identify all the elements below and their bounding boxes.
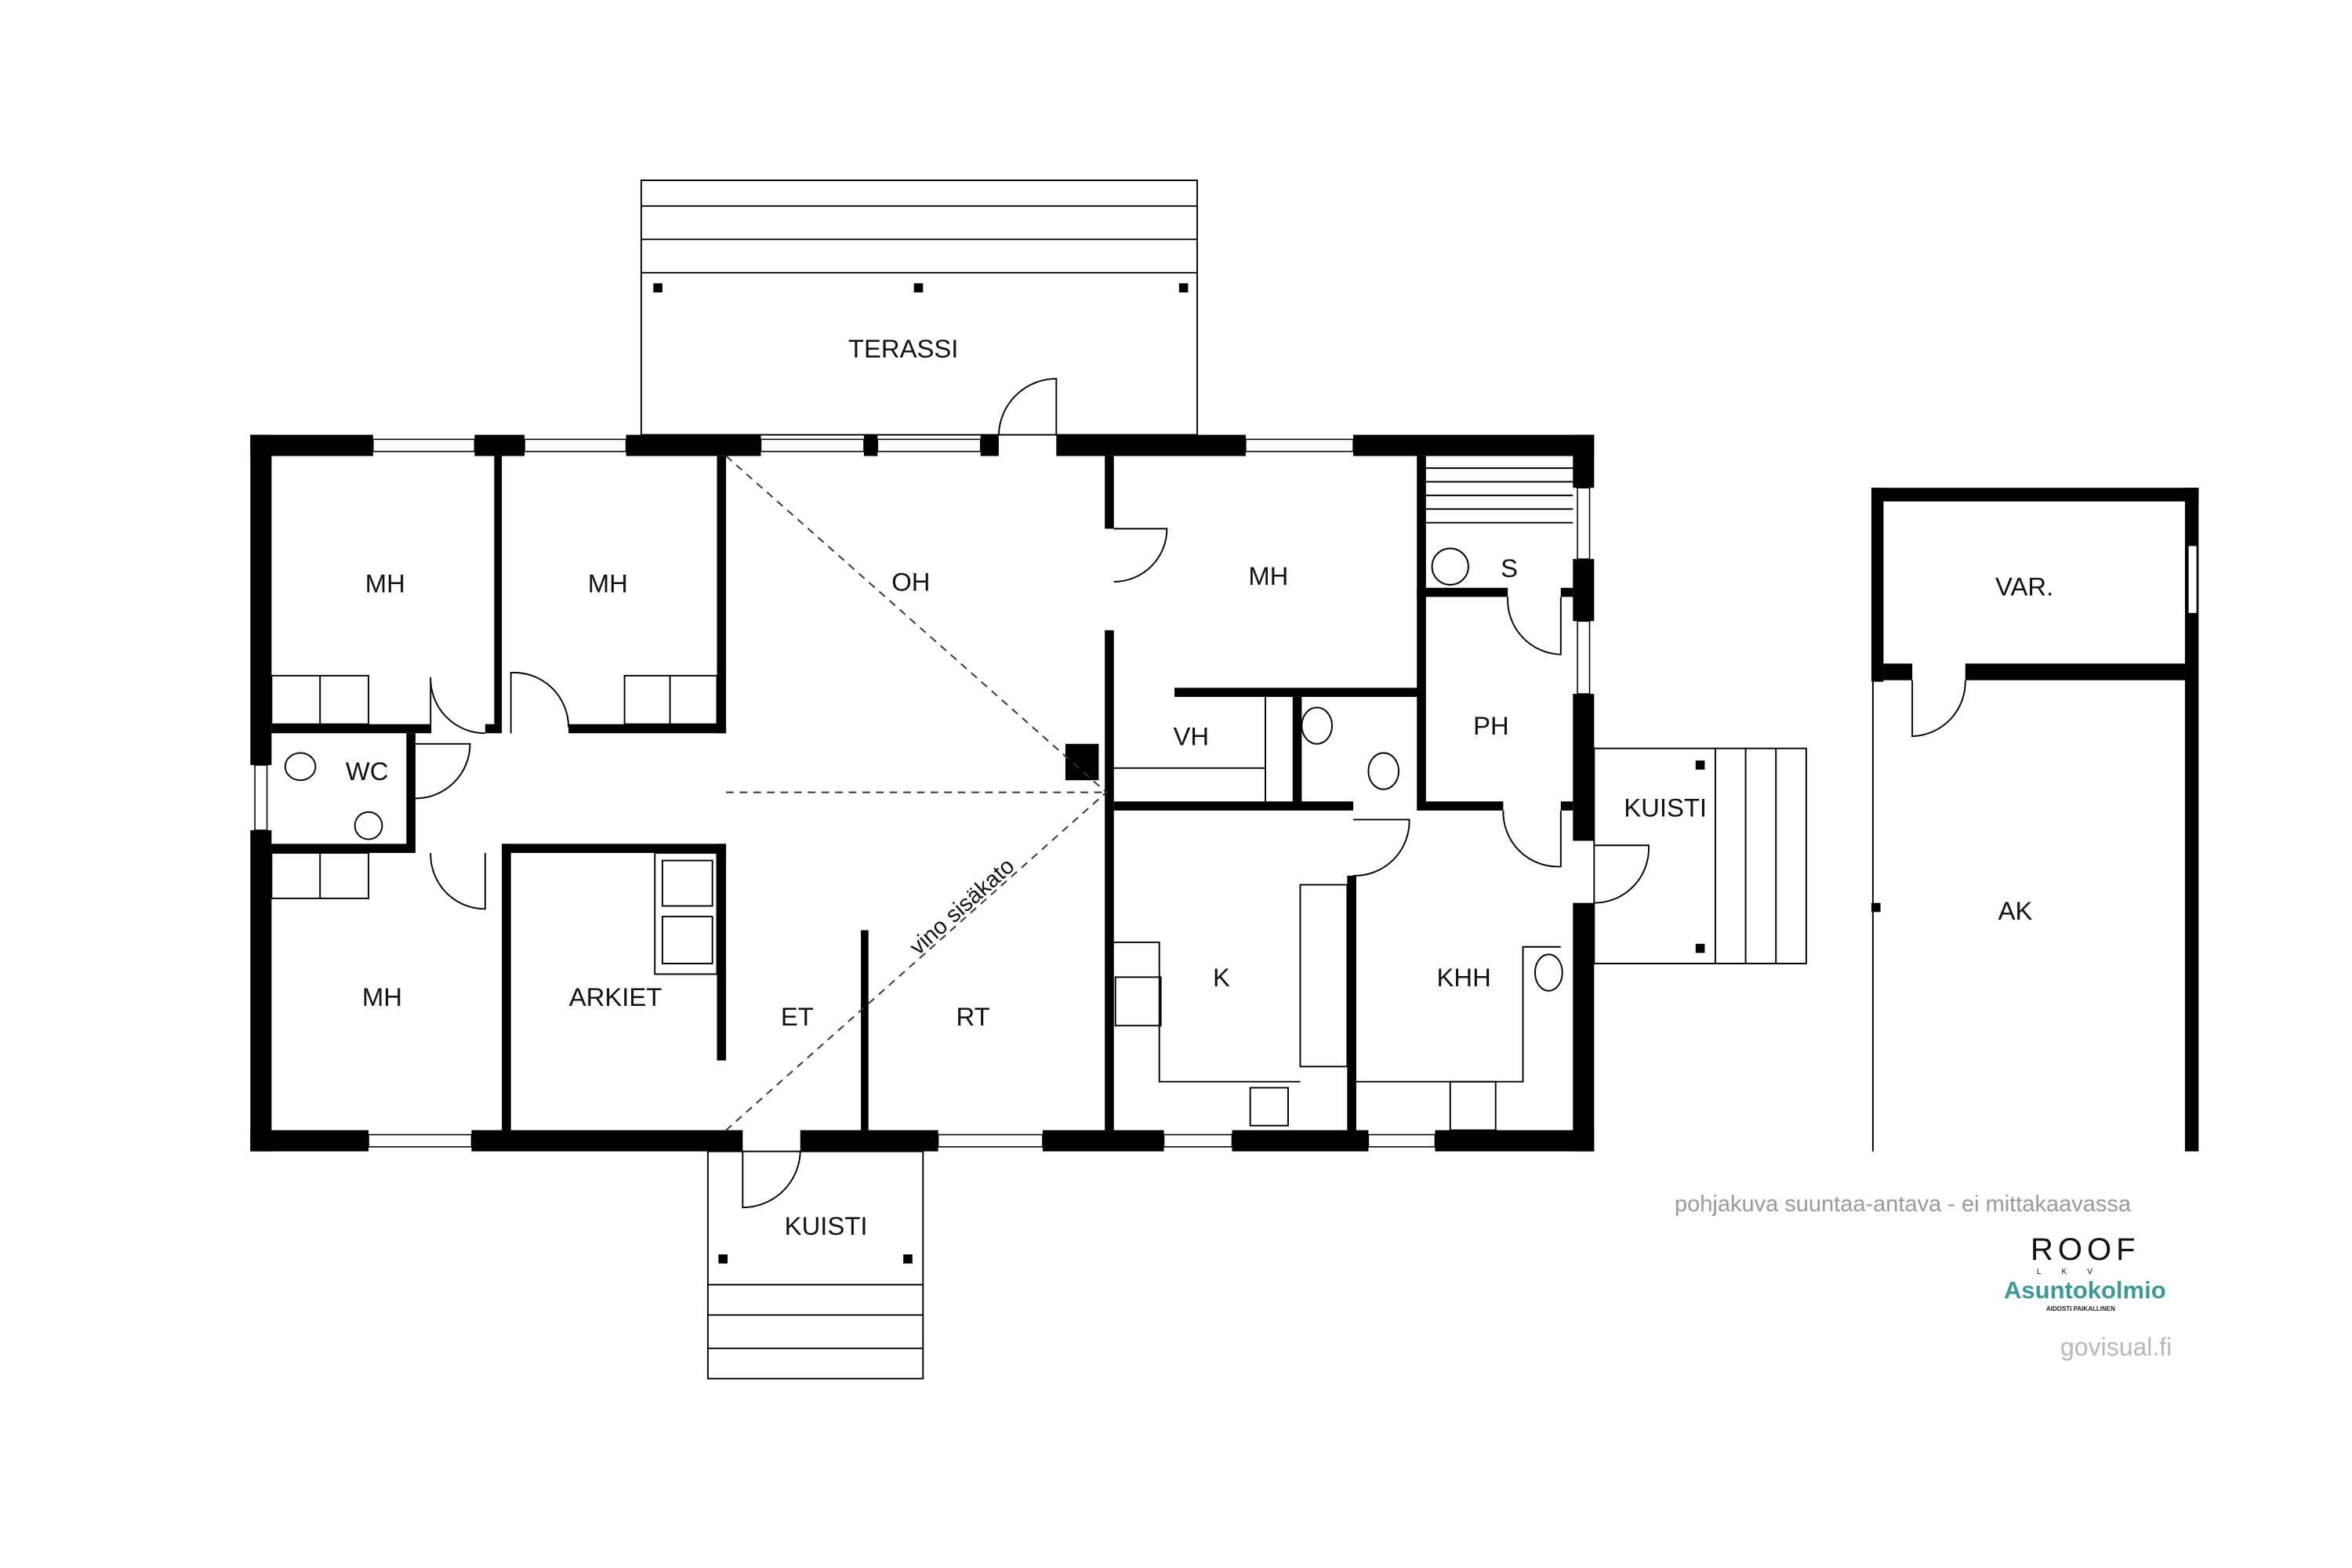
- room-label-s: S: [1501, 554, 1518, 583]
- sloped-ceiling-label: vino sisäkato: [905, 854, 1019, 960]
- terrace: [640, 179, 1199, 436]
- room-label-oh: OH: [891, 568, 930, 597]
- toilet-icon: [1367, 752, 1400, 790]
- room-label-k: K: [1213, 963, 1230, 992]
- room-label-ak: AK: [1998, 896, 2033, 925]
- room-label-mh: MH: [1248, 561, 1288, 590]
- sink-icon: [354, 811, 383, 840]
- room-label-var: VAR.: [1995, 572, 2053, 601]
- garage: [1871, 488, 2199, 1152]
- sloped-ceiling-lines: [725, 455, 1108, 1131]
- kitchen-sink-icon: [1249, 1087, 1289, 1127]
- sauna-stove-icon: [1431, 547, 1469, 586]
- room-label-ph: PH: [1473, 711, 1509, 740]
- room-label-wc: WC: [346, 757, 389, 786]
- room-label-et: ET: [781, 1002, 814, 1031]
- doors: [415, 378, 1650, 1209]
- credit-text: govisual.fi: [2060, 1333, 2172, 1361]
- outer-walls: [250, 434, 1595, 1152]
- porch-front: [706, 1150, 924, 1380]
- disclaimer-note: pohjakuva suuntaa-antava - ei mittakaava…: [1675, 1192, 2131, 1217]
- room-label-mh: MH: [365, 569, 405, 598]
- roof-logo-sub: LKV: [2037, 1268, 2113, 1276]
- roof-logo: ROOF: [2031, 1232, 2140, 1267]
- room-label-khh: KHH: [1436, 963, 1490, 992]
- room-label-rt: RT: [956, 1002, 989, 1031]
- room-label-vh: VH: [1174, 722, 1210, 751]
- porch-right: [1593, 747, 1807, 964]
- windows: [254, 438, 1591, 1148]
- room-label-kuisti: KUISTI: [1624, 793, 1707, 822]
- sink-icon: [1534, 953, 1563, 992]
- sink-icon: [1301, 706, 1333, 745]
- stove-icon: [1114, 976, 1162, 1027]
- room-label-kuisti: KUISTI: [785, 1211, 868, 1240]
- appliance-icon: [661, 859, 713, 907]
- interior-walls: [271, 456, 1573, 1131]
- asuntokolmio-logo: Asuntokolmio: [2004, 1276, 2166, 1304]
- asuntokolmio-tagline: AIDOSTI PAIKALLINEN: [2046, 1305, 2115, 1312]
- fixtures: [270, 467, 1573, 1131]
- room-label-mh: MH: [588, 569, 628, 598]
- toilet-icon: [284, 752, 317, 782]
- room-label-mh: MH: [362, 982, 402, 1011]
- appliance-icon: [661, 916, 713, 964]
- room-label-terrace: TERASSI: [848, 334, 959, 363]
- room-label-arkiet: ARKIET: [569, 982, 662, 1011]
